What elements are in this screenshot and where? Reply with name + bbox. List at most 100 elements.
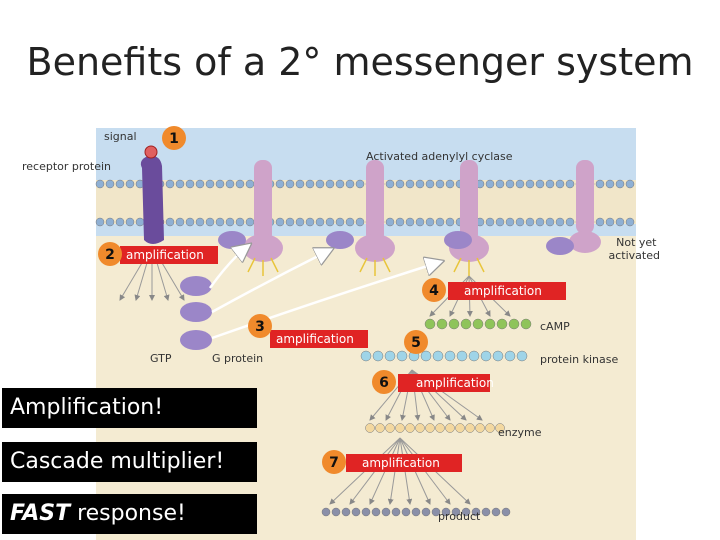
lipid-head [325,179,335,189]
lipid-head [115,179,125,189]
lipid-head [415,217,425,227]
fast-emphasis: FAST [10,501,71,526]
step-6-badge: 6 [372,370,396,394]
lipid-head [515,217,525,227]
camp-molecule [436,318,448,330]
step-4-badge: 4 [422,278,446,302]
lipid-head [425,217,435,227]
product-molecule [441,507,451,517]
lipid-head [185,179,195,189]
amplification-box-2: amplification [120,246,218,264]
svg-text:amplification: amplification [276,332,354,346]
lipid-head [395,179,405,189]
receptor-label: receptor protein [22,160,111,173]
step-7-badge: 7 [322,450,346,474]
lipid-head [555,179,565,189]
product-molecule [321,507,331,517]
lipid-head [485,179,495,189]
slide-title: Benefits of a 2° messenger system [26,40,694,84]
receptor-protein [140,155,164,244]
protein-kinase-molecule [516,350,528,362]
lipid-head [415,179,425,189]
lipid-head [355,179,365,189]
lipid-head [405,217,415,227]
lipid-head [485,217,495,227]
svg-text:3: 3 [255,319,265,335]
adenylyl-cyclase-label: Activated adenylyl cyclase [366,150,513,163]
lipid-head [385,217,395,227]
lipid-head [615,179,625,189]
lipid-head [595,179,605,189]
camp-molecule [460,318,472,330]
protein-kinase-molecule [456,350,468,362]
lipid-head [315,217,325,227]
svg-text:amplification: amplification [464,284,542,298]
svg-text:6: 6 [379,375,389,391]
g-protein-stack [180,276,212,350]
protein-kinase-molecule [468,350,480,362]
lipid-head [605,179,615,189]
camp-molecule [520,318,532,330]
lipid-head [195,217,205,227]
fast-rest: response! [70,501,186,526]
enzyme-molecule [455,423,465,433]
lipid-head [625,179,635,189]
lipid-head [165,217,175,227]
lipid-head [545,179,555,189]
step-5-badge: 5 [404,330,428,354]
activation-arrows [208,246,440,340]
lipid-head [115,217,125,227]
g-protein-membrane-2 [326,231,354,249]
enzyme-molecule [485,423,495,433]
lipid-head [315,179,325,189]
enzyme-molecule [415,423,425,433]
product-molecule [381,507,391,517]
protein-kinase-molecule [360,350,372,362]
lipid-head [425,179,435,189]
product-molecule [501,507,511,517]
signal-label: signal [104,130,137,143]
svg-text:amplification: amplification [362,456,440,470]
svg-text:2: 2 [105,247,115,263]
product-molecule [421,507,431,517]
lipid-head [435,179,445,189]
protein-kinase-molecule [396,350,408,362]
lipid-head [175,179,185,189]
enzyme-molecule [465,423,475,433]
signal-molecule [144,145,158,159]
lipid-head [355,217,365,227]
lipid-head [445,217,455,227]
camp-label: cAMP [540,320,570,333]
product-molecules [321,507,511,517]
enzyme-molecule [435,423,445,433]
lipid-head [135,217,145,227]
lipid-head [205,217,215,227]
lipid-head [185,217,195,227]
lipid-head [565,179,575,189]
callout-cascade-multiplier: Cascade multiplier! [2,442,257,482]
svg-text:7: 7 [329,455,339,471]
lipid-head [95,217,105,227]
lipid-head [335,217,345,227]
svg-text:amplification: amplification [126,248,204,262]
step-1-badge: 1 [162,126,186,150]
g-protein-membrane-3 [444,231,472,249]
lipid-head [295,179,305,189]
enzyme-molecule [395,423,405,433]
protein-kinase-molecule [384,350,396,362]
product-molecule [371,507,381,517]
lipid-head [345,179,355,189]
protein-kinase-molecule [420,350,432,362]
lipid-head [545,217,555,227]
product-molecule [361,507,371,517]
svg-text:1: 1 [169,131,179,147]
lipid-head [615,217,625,227]
enzyme-label: enzyme [498,426,542,439]
enzyme-molecule [385,423,395,433]
lipid-head [605,217,615,227]
enzyme-molecules [365,423,505,433]
lipid-head [515,179,525,189]
lipid-head [395,217,405,227]
enzyme-molecule [495,423,505,433]
